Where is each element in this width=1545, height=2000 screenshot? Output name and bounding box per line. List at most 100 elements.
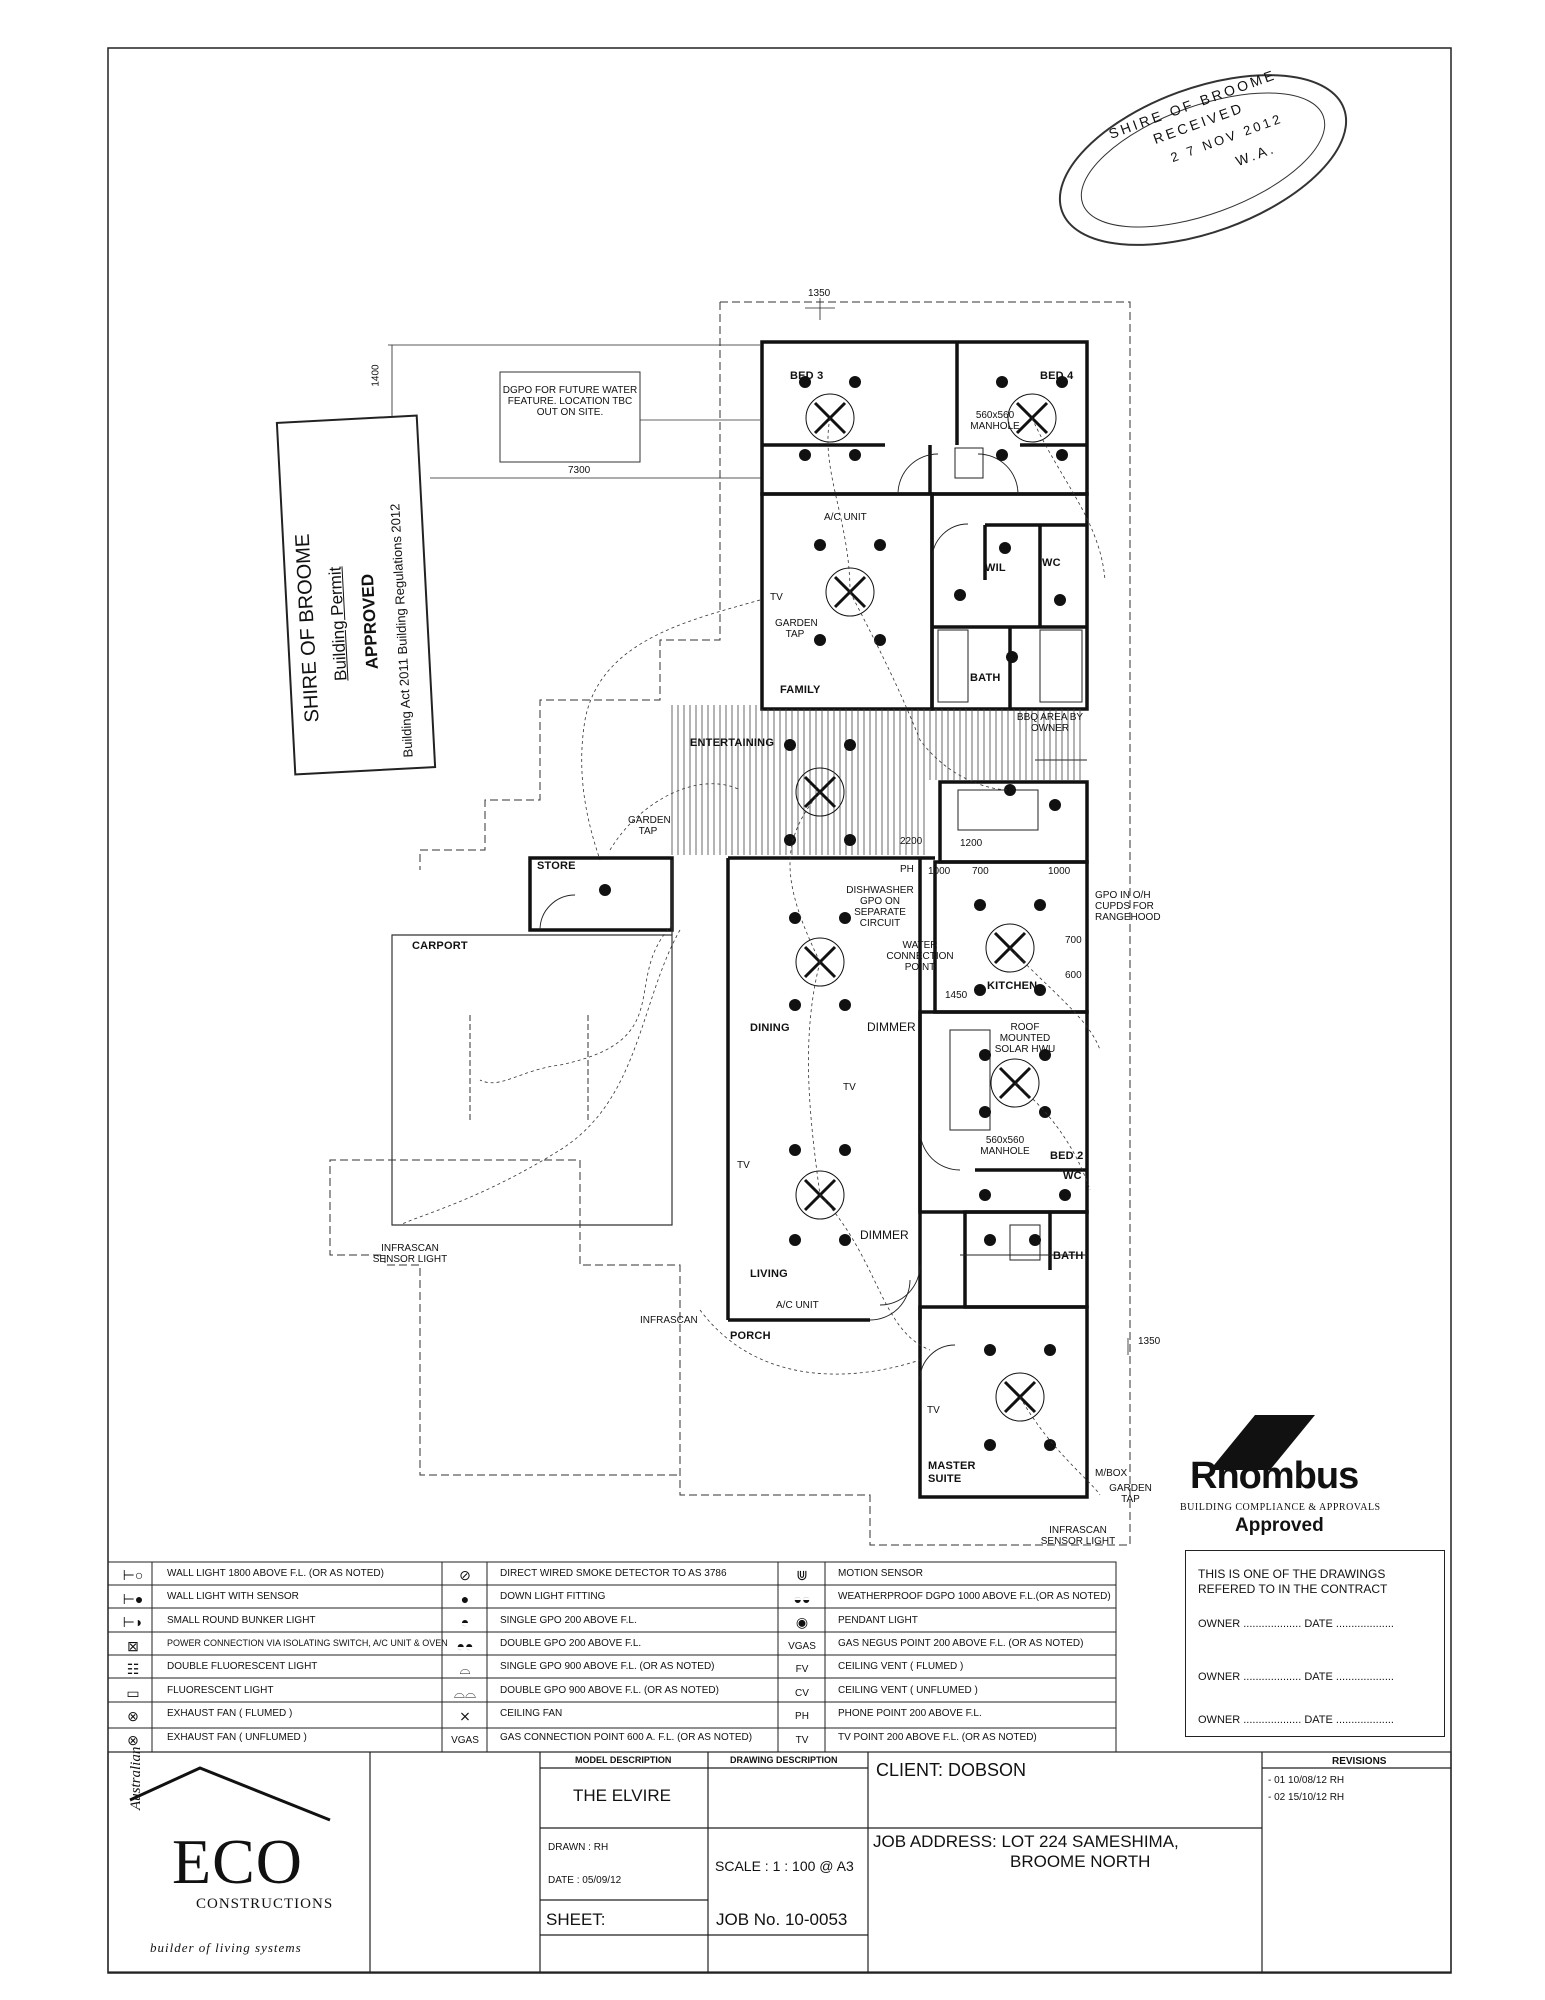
model-header: MODEL DESCRIPTION: [575, 1755, 672, 1765]
wall-light-icon: ⊢○: [122, 1567, 144, 1583]
room-store: STORE: [537, 860, 576, 872]
job-address-line1: JOB ADDRESS: LOT 224 SAMESHIMA,: [873, 1832, 1179, 1851]
smoke-detector-icon: ⊘: [459, 1567, 471, 1583]
legend-symbols-col1: ⊢○ ⊢● ⊢◗ ⊠ ☷ ▭ ⊗ ⊗: [115, 1564, 151, 1752]
logo-main: ECO: [172, 1826, 303, 1897]
note-dimmer2: DIMMER: [860, 1228, 909, 1242]
room-wc1: WC: [1042, 557, 1061, 569]
downlight-icon: ●: [460, 1590, 470, 1607]
room-bath2: BATH: [1053, 1250, 1084, 1262]
legend-table: [107, 1561, 1117, 1753]
note-manhole2: 560x560 MANHOLE: [980, 1135, 1030, 1157]
note-water: WATER CONNECTION POINT: [886, 940, 954, 973]
note-garden-tap2: GARDEN TAP: [628, 815, 671, 837]
note-garden-tap3: GARDEN TAP: [1109, 1483, 1152, 1505]
legend-item: CEILING VENT ( FLUMED ): [838, 1661, 964, 1672]
gas-point-icon: VGAS: [451, 1734, 479, 1746]
dim-1200: 1200: [960, 838, 983, 849]
legend-item: DOUBLE GPO 200 ABOVE F.L.: [500, 1638, 642, 1649]
approved-status: APPROVED: [357, 573, 382, 670]
double-gpo-icon: ◓◓: [456, 1637, 474, 1654]
revision-2: - 02 15/10/12 RH: [1268, 1792, 1345, 1803]
job-address-line2: BROOME NORTH: [1010, 1852, 1151, 1871]
double-gpo-900-icon: ⌓⌓: [453, 1684, 477, 1701]
dim-1350a: 1350: [808, 288, 831, 299]
certifier-name: Rhombus: [1190, 1455, 1359, 1497]
title-block: [107, 1751, 1452, 1973]
contract-owner1: OWNER ................... DATE .........…: [1198, 1618, 1394, 1630]
dim-700a: 700: [972, 866, 989, 877]
job-number: JOB No. 10-0053: [716, 1910, 848, 1929]
room-wil: WIL: [985, 562, 1006, 574]
room-bath1: BATH: [970, 672, 1001, 684]
contract-owner2: OWNER ................... DATE .........…: [1198, 1671, 1394, 1683]
note-manhole1: 560x560 MANHOLE: [970, 410, 1020, 432]
drawing-date: DATE : 05/09/12: [548, 1875, 622, 1886]
eco-roof-icon: [129, 1766, 331, 1822]
legend-item: EXHAUST FAN ( FLUMED ): [167, 1708, 293, 1719]
note-tv-living: TV: [737, 1160, 750, 1171]
note-mbox: M/BOX: [1095, 1468, 1128, 1479]
note-dimmer1: DIMMER: [867, 1020, 916, 1034]
room-master-suite: MASTER SUITE: [928, 1460, 976, 1485]
drawing-scale: SCALE : 1 : 100 @ A3: [715, 1858, 854, 1874]
sheet-label: SHEET:: [546, 1910, 606, 1929]
logo-top: Australian: [128, 1746, 144, 1810]
legend-item: SMALL ROUND BUNKER LIGHT: [167, 1615, 316, 1626]
legend-item: DIRECT WIRED SMOKE DETECTOR TO AS 3786: [500, 1568, 727, 1579]
logo-tagline: builder of living systems: [150, 1940, 302, 1955]
legend-item: FLUORESCENT LIGHT: [167, 1685, 274, 1696]
note-tv-dining: TV: [843, 1082, 856, 1093]
rhombus-logo-shape: [1210, 1415, 1315, 1470]
approved-stamp: SHIRE OF BROOME Building Permit APPROVED…: [275, 414, 437, 776]
room-bed3: BED 3: [790, 370, 824, 382]
bunker-light-icon: ⊢◗: [122, 1614, 144, 1630]
room-dining: DINING: [750, 1022, 790, 1034]
drawing-header: DRAWING DESCRIPTION: [730, 1755, 838, 1765]
single-gpo-icon: ◓: [460, 1614, 470, 1630]
legend-item: WALL LIGHT 1800 ABOVE F.L. (OR AS NOTED): [167, 1568, 384, 1579]
isolating-switch-icon: ⊠: [127, 1637, 139, 1654]
certifier-status: Approved: [1235, 1515, 1324, 1536]
contract-line1: THIS IS ONE OF THE DRAWINGS: [1198, 1567, 1386, 1581]
legend-item: GAS NEGUS POINT 200 ABOVE F.L. (OR AS NO…: [838, 1638, 1084, 1649]
wiring: [399, 417, 1106, 1496]
note-ph: PH: [900, 864, 914, 875]
dim-1000a: 1000: [928, 866, 951, 877]
approved-act: Building Act 2011 Building Regulations 2…: [387, 503, 416, 758]
note-gpo-range: GPO IN O/H CUPDS FOR RANGEHOOD: [1095, 890, 1161, 923]
down-lights: [599, 376, 1071, 1451]
received-stamp: [1058, 74, 1348, 246]
pendant-light-icon: ◉: [795, 1614, 809, 1630]
contract-owner3: OWNER ................... DATE .........…: [1198, 1714, 1394, 1726]
dim-2200: 2200: [900, 836, 923, 847]
note-infrascan3: INFRASCAN SENSOR LIGHT: [1040, 1525, 1116, 1547]
revisions-header: REVISIONS: [1332, 1756, 1387, 1767]
approved-title: SHIRE OF BROOME: [291, 533, 324, 724]
legend-symbols-col3: ⋓ ◒◒ ◉ VGAS FV CV PH TV: [780, 1564, 824, 1752]
note-tv-master: TV: [927, 1405, 940, 1416]
legend-item: GAS CONNECTION POINT 600 A. F.L. (OR AS …: [500, 1732, 753, 1743]
dim-1000b: 1000: [1048, 866, 1071, 877]
legend-item: DOWN LIGHT FITTING: [500, 1591, 606, 1602]
fluoro-icon: ▭: [126, 1684, 140, 1701]
vent-flumed-icon: FV: [795, 1664, 809, 1675]
note-ac-living: A/C UNIT: [776, 1300, 819, 1311]
double-fluoro-icon: ☷: [126, 1661, 140, 1677]
legend-item: WALL LIGHT WITH SENSOR: [167, 1591, 299, 1602]
room-porch: PORCH: [730, 1330, 771, 1342]
approved-subtitle: Building Permit: [325, 566, 351, 682]
deck-hatching: [671, 705, 1081, 855]
note-bbq: BBQ AREA BY OWNER: [1016, 712, 1084, 734]
dim-700b: 700: [1065, 935, 1082, 946]
wall-light-sensor-icon: ⊢●: [122, 1590, 144, 1607]
note-ac-family: A/C UNIT: [824, 512, 867, 523]
room-bed4: BED 4: [1040, 370, 1074, 382]
legend-item: PENDANT LIGHT: [838, 1615, 918, 1626]
single-gpo-900-icon: ⌓: [459, 1661, 471, 1677]
room-carport: CARPORT: [412, 940, 468, 952]
client-name: CLIENT: DOBSON: [876, 1760, 1027, 1780]
room-family: FAMILY: [780, 684, 821, 696]
gas-negus-icon: VGAS: [788, 1640, 816, 1652]
